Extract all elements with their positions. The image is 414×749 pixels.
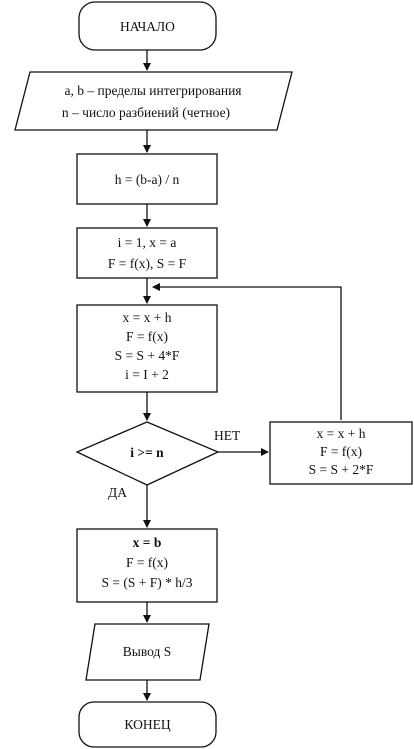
end-terminator: КОНЕЦ <box>78 701 217 748</box>
connectors <box>143 50 342 701</box>
init-line-1: i = 1, x = a <box>118 235 177 250</box>
init-block: i = 1, x = a F = f(x), S = F <box>76 227 218 279</box>
no-branch-label: НЕТ <box>214 428 241 443</box>
final-line-1: x = b <box>133 535 162 550</box>
init-line-2: F = f(x), S = F <box>108 256 187 271</box>
loop-line-1: x = x + h <box>123 310 172 325</box>
final-line-2: F = f(x) <box>126 555 168 570</box>
output-block: Вывод S <box>85 623 210 681</box>
final-block: x = b F = f(x) S = (S + F) * h/3 <box>76 528 218 603</box>
end-label: КОНЕЦ <box>124 717 170 732</box>
yes-branch-label: ДА <box>108 485 127 500</box>
final-line-3: S = (S + F) * h/3 <box>102 575 193 590</box>
input-line-2: n – число разбиений (четное) <box>62 105 230 120</box>
condition-decision: i >= n <box>75 421 220 486</box>
no-branch-line-3: S = S + 2*F <box>309 462 374 477</box>
loop-body-block: x = x + h F = f(x) S = S + 4*F i = I + 2 <box>76 304 218 393</box>
no-branch-line-2: F = f(x) <box>320 444 362 459</box>
input-line-1: a, b – пределы интегрирования <box>64 83 241 98</box>
condition-label: i >= n <box>130 445 164 460</box>
loop-line-2: F = f(x) <box>126 329 168 344</box>
step-h-label: h = (b-a) / n <box>115 172 180 187</box>
step-h-block: h = (b-a) / n <box>76 153 218 205</box>
no-branch-block: x = x + h F = f(x) S = S + 2*F <box>269 421 413 485</box>
start-terminator: НАЧАЛО <box>78 1 217 51</box>
start-label: НАЧАЛО <box>120 19 175 34</box>
output-label: Вывод S <box>123 644 171 659</box>
no-branch-line-1: x = x + h <box>317 426 366 441</box>
input-block: a, b – пределы интегрирования n – число … <box>14 71 293 131</box>
loop-line-4: i = I + 2 <box>125 367 169 382</box>
loop-line-3: S = S + 4*F <box>115 348 180 363</box>
